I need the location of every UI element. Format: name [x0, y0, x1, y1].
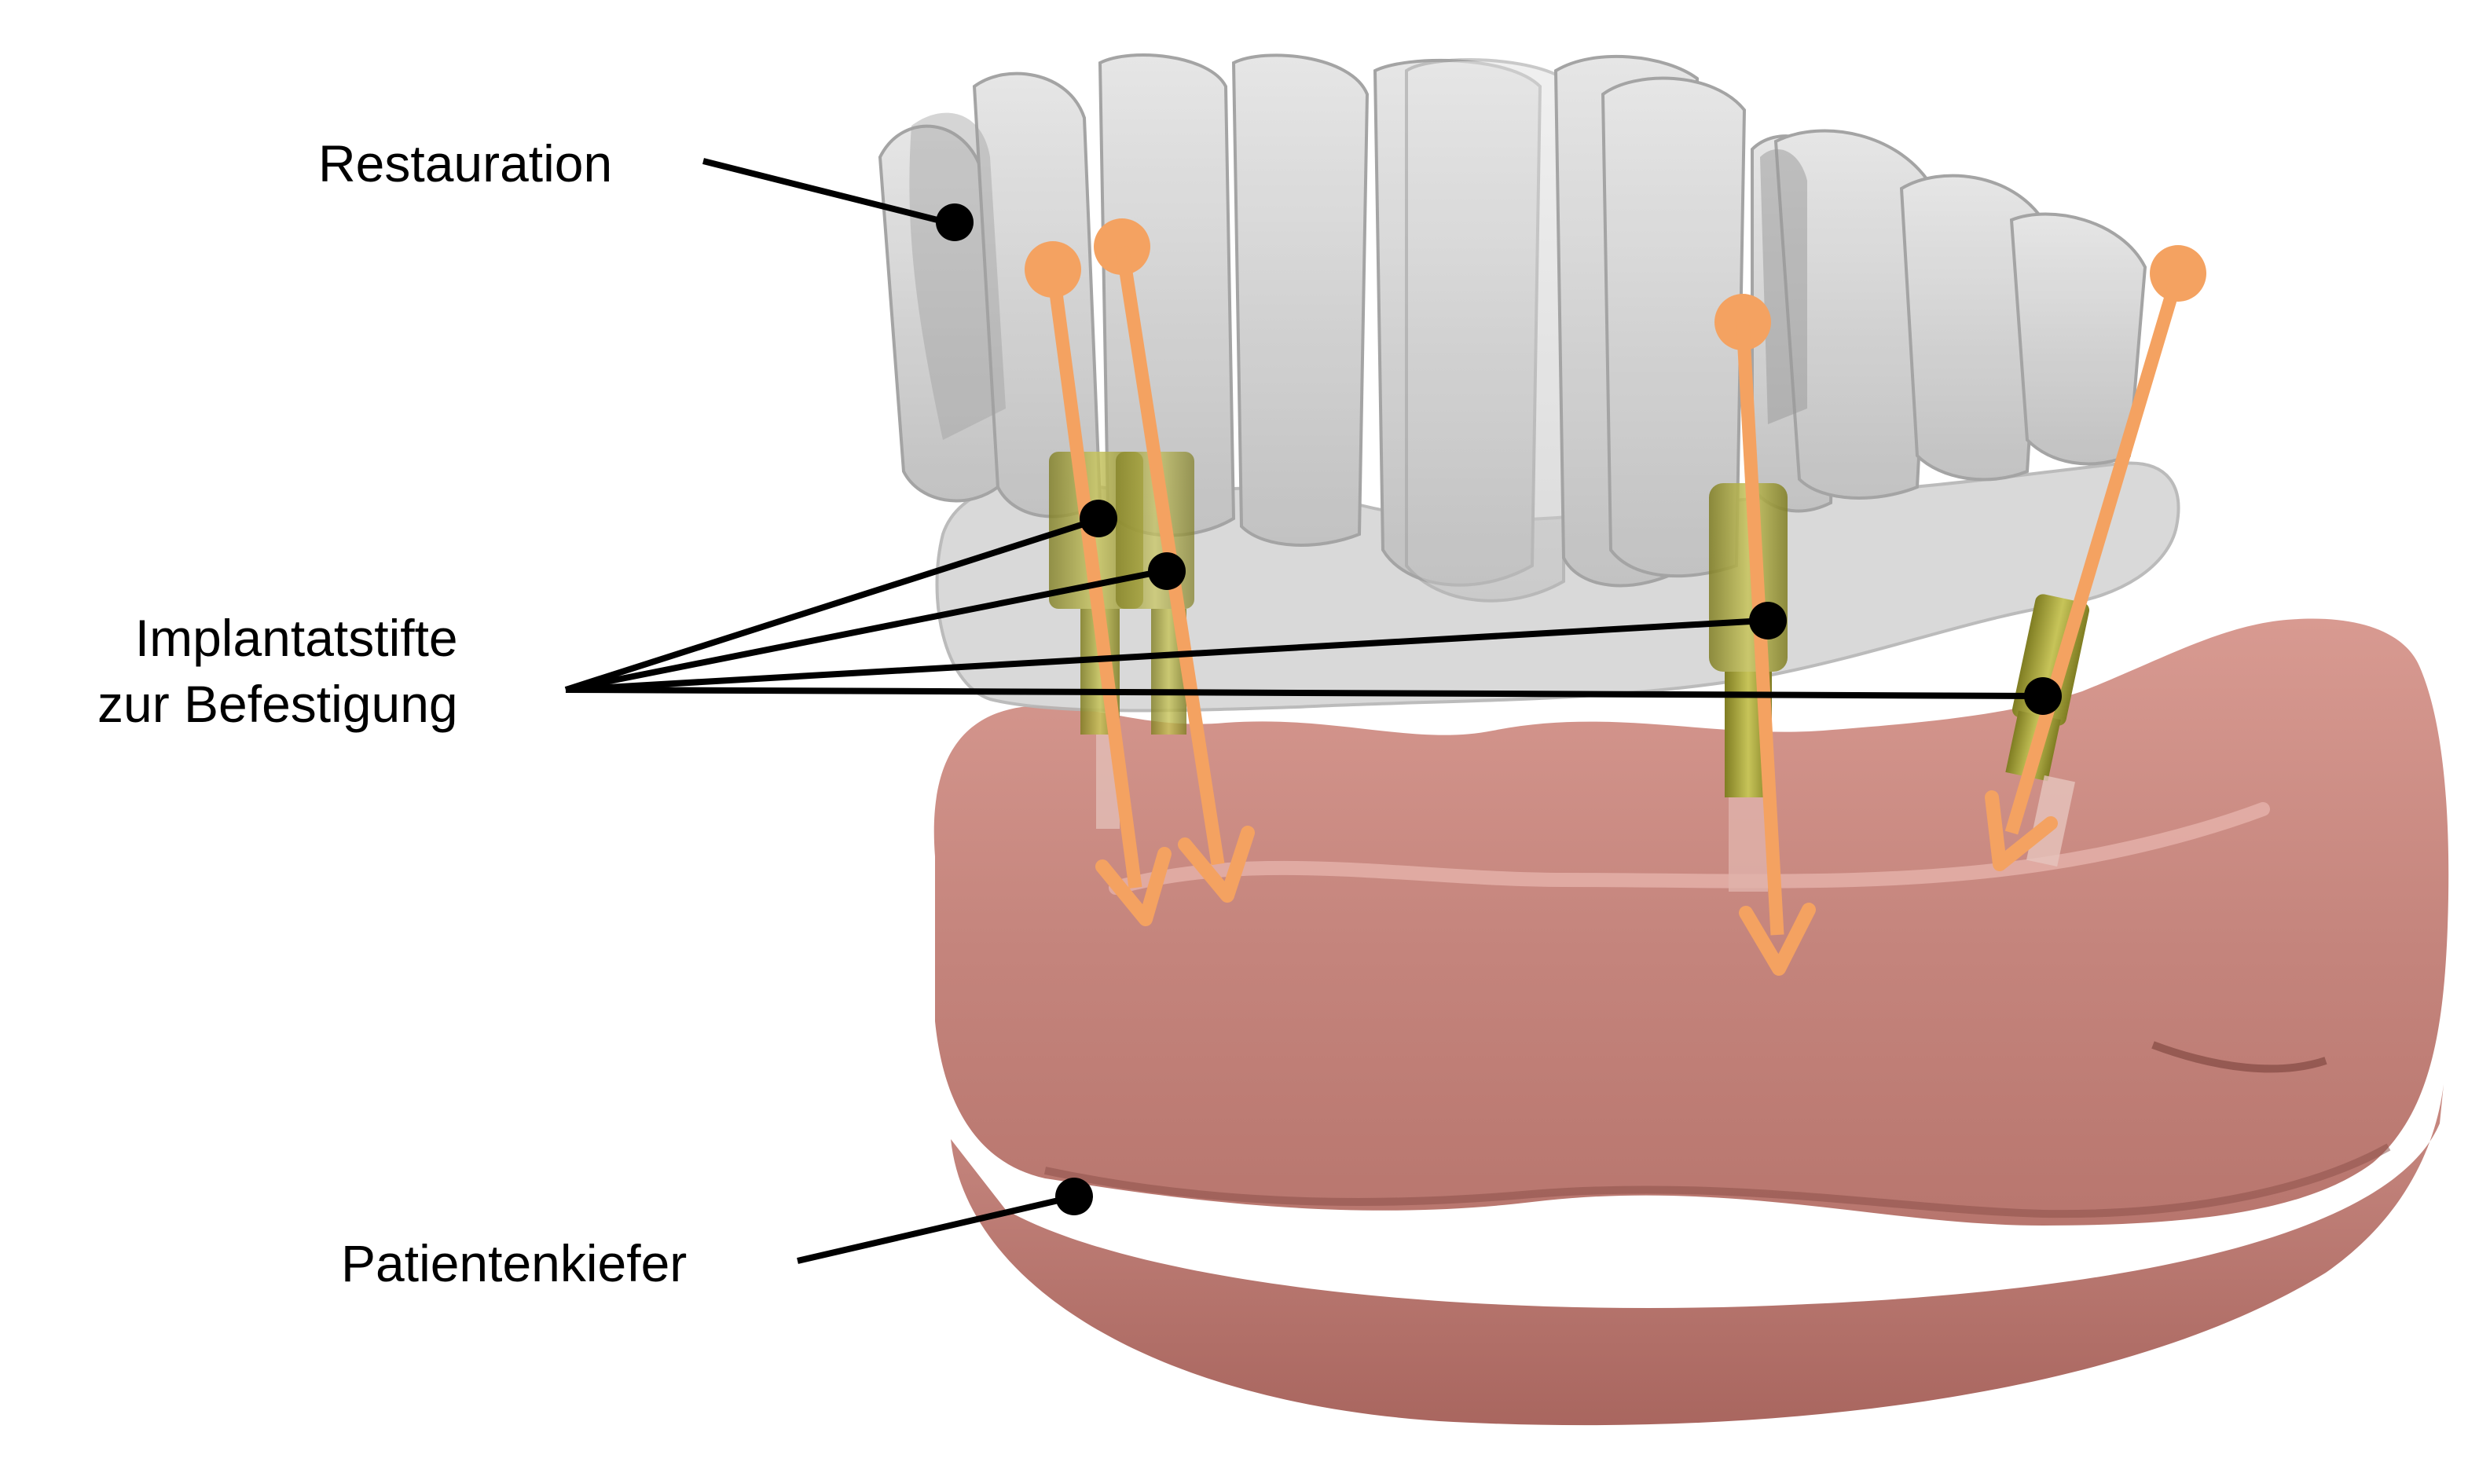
marker-implant-1: [1080, 500, 1117, 537]
leader-lines: [564, 158, 2062, 1264]
label-restoration: Restauration: [318, 134, 613, 192]
label-implant-posts: Implantatstifte zur Befestigung: [97, 605, 458, 737]
jaw-base: [951, 1084, 2444, 1426]
leader-restoration: [702, 158, 948, 225]
jaw-body: [933, 618, 2449, 1226]
restoration-shadow-left: [909, 112, 1006, 440]
label-implant-posts-line2: zur Befestigung: [97, 675, 458, 733]
marker-implant-4: [2024, 677, 2062, 715]
marker-restoration: [936, 203, 974, 241]
restoration-shadow-right: [1760, 149, 1807, 424]
leader-implant-2: [565, 568, 1164, 693]
leader-implant-1: [564, 517, 1098, 693]
leader-implant-4: [565, 687, 2040, 699]
leader-jaw: [797, 1195, 1069, 1264]
jaw-dark-crease: [2151, 1041, 2327, 1073]
patient-jaw-model: [933, 618, 2449, 1426]
leader-implant-3: [565, 617, 1765, 693]
label-implant-posts-line1: Implantatstifte: [134, 609, 458, 667]
restoration-teeth: [878, 53, 2147, 603]
insertion-arrow-1: [1025, 241, 1172, 926]
insertion-arrow-4: [1985, 245, 2206, 871]
marker-implant-3: [1749, 602, 1787, 639]
marker-jaw: [1055, 1178, 1093, 1215]
marker-implant-2: [1148, 552, 1186, 590]
restoration-model: [878, 53, 2180, 713]
jaw-fold: [1043, 1143, 2391, 1218]
label-patient-jaw: Patientenkiefer: [341, 1234, 688, 1292]
